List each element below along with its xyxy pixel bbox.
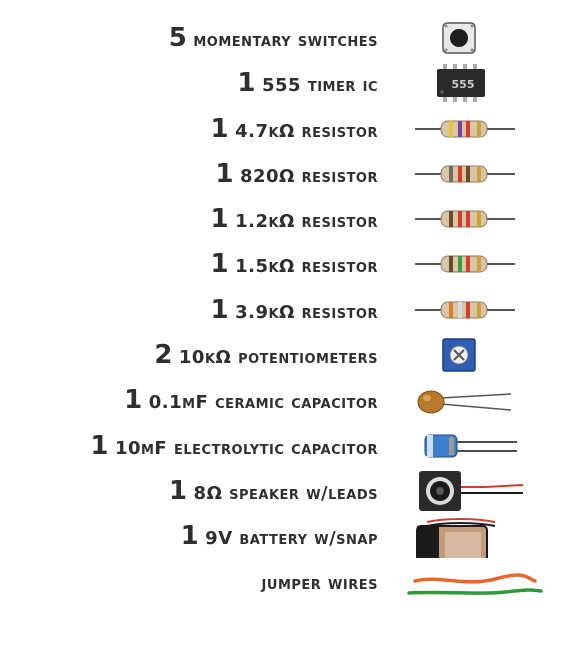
- resistor-icon: [405, 197, 545, 241]
- resistor-icon: [405, 288, 545, 332]
- item-quantity: 1: [215, 159, 234, 189]
- ceramic-capacitor-icon: [405, 378, 545, 422]
- item-quantity: 5: [168, 23, 188, 53]
- item-name: 820Ω resistor: [239, 166, 378, 187]
- item-name: 1.5kΩ resistor: [235, 256, 378, 277]
- chip-label: 555: [452, 78, 475, 91]
- resistor-icon: [405, 242, 545, 286]
- ic-chip-icon: 555: [405, 61, 545, 105]
- battery-icon: [405, 514, 545, 558]
- item-quantity: 1: [90, 431, 109, 461]
- item-quantity: 1: [237, 68, 256, 98]
- item-quantity: 1: [180, 521, 200, 551]
- potentiometer-icon: [405, 333, 545, 377]
- item-name: momentary switches: [193, 30, 378, 51]
- electrolytic-capacitor-icon: [405, 424, 545, 468]
- item-name: 4.7kΩ resistor: [235, 121, 378, 142]
- item-name: 10kΩ potentiometers: [178, 347, 378, 368]
- item-name: 8Ω speaker w/leads: [193, 483, 378, 504]
- item-name: 3.9kΩ resistor: [235, 302, 378, 323]
- push-button-icon: [405, 16, 545, 60]
- item-name: 10μF electrolytic capacitor: [114, 438, 378, 459]
- item-quantity: 2: [154, 340, 173, 370]
- item-quantity: 1: [168, 476, 188, 506]
- item-label: jumper wires: [256, 559, 378, 603]
- item-quantity: 1: [124, 385, 143, 415]
- item-quantity: 1: [210, 204, 230, 234]
- item-name: 555 timer ic: [261, 75, 378, 96]
- speaker-icon: [405, 469, 545, 513]
- item-name: 1.2kΩ resistor: [235, 211, 378, 232]
- item-quantity: 1: [210, 249, 230, 279]
- resistor-icon: [405, 152, 545, 196]
- jumper-wires-icon: [405, 559, 545, 603]
- item-quantity: 1: [210, 114, 230, 144]
- item-name: 0.1μF ceramic capacitor: [148, 392, 378, 413]
- list-item: jumper wires: [0, 559, 568, 603]
- item-quantity: 1: [210, 295, 230, 325]
- item-name: 9V battery w/snap: [205, 528, 378, 549]
- item-name: jumper wires: [261, 573, 378, 594]
- resistor-icon: [405, 107, 545, 151]
